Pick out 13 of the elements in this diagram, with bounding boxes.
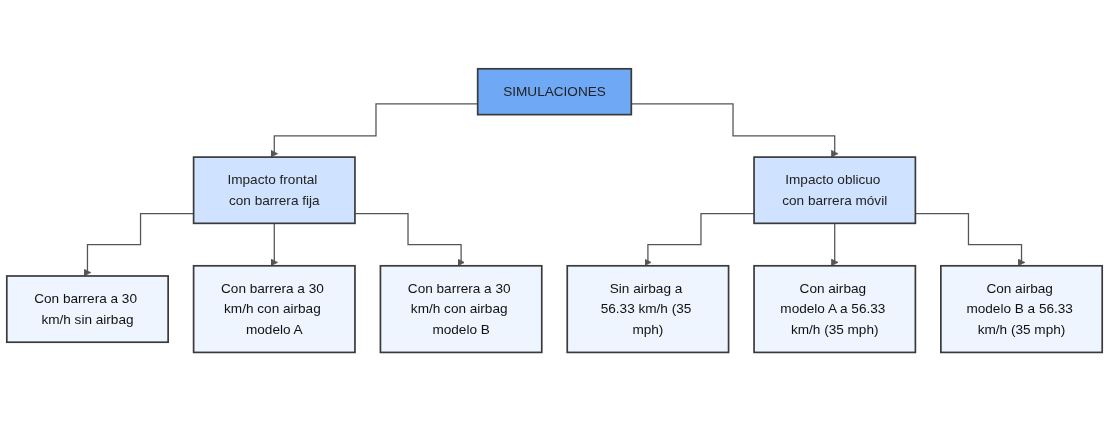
node-box: Con airbag modelo B a 56.33 km/h (35 mph) [940,264,1104,354]
node-box: Con barrera a 30 km/h con airbag modelo A [192,264,356,354]
node-box: Impacto frontal con barrera fija [192,156,356,225]
node-box: Con airbag modelo A a 56.33 km/h (35 mph) [753,264,917,354]
node-box: Sin airbag a 56.33 km/h (35 mph) [566,264,730,354]
node-box: Con barrera a 30 km/h con airbag modelo B [379,264,543,354]
node-box: SIMULACIONES [476,67,633,116]
arrow [354,212,465,267]
node-box: Con barrera a 30 km/h sin airbag [5,275,169,343]
arrow [831,222,839,267]
arrow [270,222,278,267]
arrow [644,212,755,267]
node-box: Impacto oblicuo con barrera móvil [753,156,917,225]
